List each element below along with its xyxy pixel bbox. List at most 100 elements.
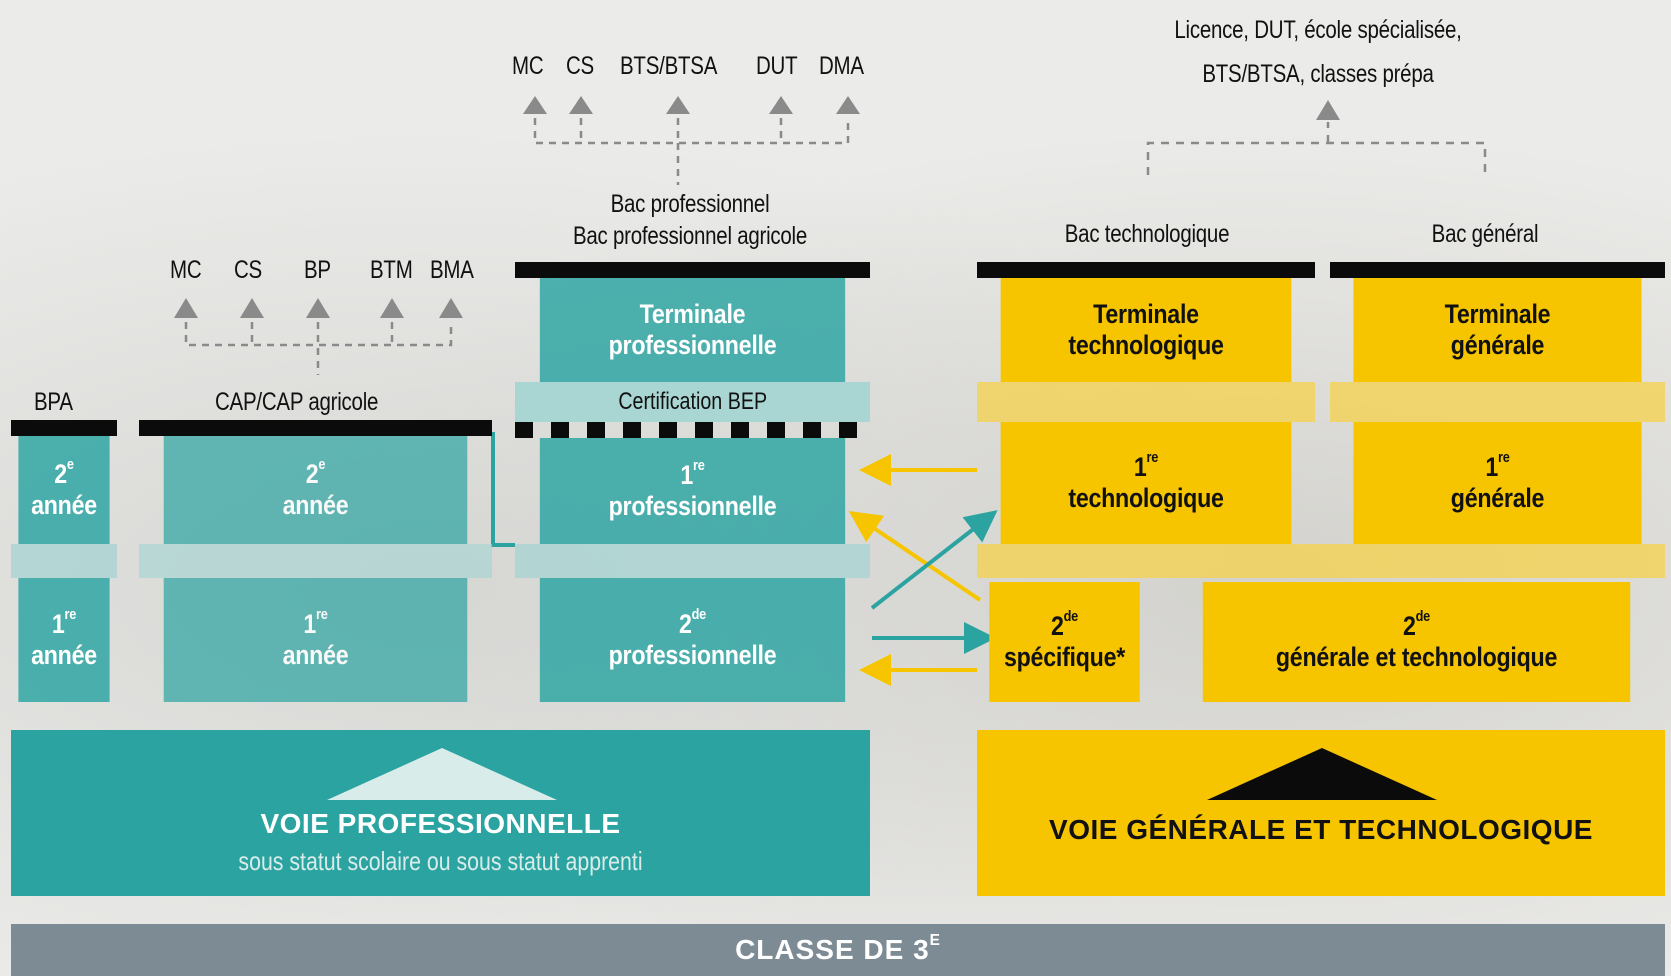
seconde-gt-num: 2 bbox=[1402, 610, 1416, 641]
seconde-pro-num: 2 bbox=[678, 608, 692, 639]
bpa-year2-line2: année bbox=[31, 490, 97, 520]
bpa-year1-box: 1re année bbox=[18, 578, 110, 702]
premiere-gen-box: 1re générale bbox=[1353, 422, 1642, 544]
teal-arrows bbox=[870, 510, 998, 654]
premiere-pro-box: 1re professionnelle bbox=[539, 438, 846, 544]
seconde-gt-line2: générale et technologique bbox=[1275, 642, 1558, 672]
terminale-techno-line1: Terminale bbox=[1093, 298, 1199, 329]
premiere-pro-num: 1 bbox=[680, 459, 694, 490]
top-right-arrow bbox=[1316, 100, 1340, 120]
top-right-outcomes: Licence, DUT, école spécialisée, BTS/BTS… bbox=[1139, 8, 1497, 96]
bep-dashed-bar bbox=[515, 422, 870, 438]
cap-year2-line2: année bbox=[282, 490, 349, 520]
seconde-spec-num: 2 bbox=[1050, 610, 1064, 641]
top-right-line2: BTS/BTSA, classes prépa bbox=[1202, 60, 1434, 88]
left-arrows bbox=[174, 298, 463, 318]
terminale-gen-line2: générale bbox=[1450, 330, 1545, 360]
voie-pro-title: VOIE PROFESSIONNELLE bbox=[260, 808, 621, 839]
bpa-bar bbox=[11, 420, 117, 436]
classe-3e-bar: CLASSE DE 3E bbox=[11, 924, 1665, 976]
top-mid-mc: MC bbox=[512, 52, 544, 80]
bac-techno-heading: Bac technologique bbox=[1064, 220, 1230, 248]
bpa-year1-line2: année bbox=[31, 640, 97, 670]
pro-gap-band bbox=[515, 544, 870, 578]
voie-pro-subtitle: sous statut scolaire ou sous statut appr… bbox=[238, 846, 643, 876]
classe-3e-sup: E bbox=[929, 932, 941, 949]
left-dashes bbox=[184, 322, 453, 375]
premiere-techno-num: 1 bbox=[1133, 451, 1147, 482]
terminale-pro-line1: Terminale bbox=[639, 298, 746, 329]
premiere-pro-line2: professionnelle bbox=[608, 491, 777, 521]
bac-techno-bar bbox=[977, 262, 1315, 278]
bpa-year2-box: 2e année bbox=[18, 436, 110, 544]
seconde-pro-box: 2de professionnelle bbox=[539, 578, 846, 702]
gen-gap-band-1 bbox=[1330, 382, 1665, 422]
bac-general-bar bbox=[1330, 262, 1665, 278]
voie-pro-banner: VOIE PROFESSIONNELLE sous statut scolair… bbox=[11, 730, 870, 896]
voie-gt-banner: VOIE GÉNÉRALE ET TECHNOLOGIQUE bbox=[977, 730, 1665, 896]
terminale-techno-line2: technologique bbox=[1068, 330, 1224, 360]
seconde-spec-line2: spécifique* bbox=[1003, 642, 1126, 672]
bac-pro-line1: Bac professionnel bbox=[610, 190, 770, 218]
cap-gap-band bbox=[139, 544, 492, 578]
top-mid-bts: BTS/BTSA bbox=[620, 52, 718, 80]
bac-general-heading: Bac général bbox=[1431, 220, 1539, 248]
seconde-gt-sup: de bbox=[1415, 608, 1431, 625]
top-mid-dma: DMA bbox=[819, 52, 864, 80]
cap-year1-line2: année bbox=[282, 640, 349, 670]
bpa-year1-num: 1 bbox=[51, 608, 65, 639]
left-bp: BP bbox=[304, 256, 331, 284]
bpa-year2-sup: e bbox=[66, 456, 74, 473]
cap-bar bbox=[139, 420, 492, 436]
cap-year1-sup: re bbox=[316, 606, 328, 623]
terminale-gen-box: Terminale générale bbox=[1353, 278, 1642, 382]
bpa-year1-sup: re bbox=[64, 606, 77, 623]
bpa-gap-band bbox=[11, 544, 117, 578]
premiere-techno-box: 1re technologique bbox=[1000, 422, 1292, 544]
techno-gap-band-1 bbox=[977, 382, 1315, 422]
yellow-arrows bbox=[848, 454, 982, 686]
classe-3e-text: CLASSE DE 3 bbox=[735, 934, 930, 965]
premiere-gen-line2: générale bbox=[1450, 483, 1545, 513]
seconde-spec-sup: de bbox=[1063, 608, 1079, 625]
gt-gap-band-2 bbox=[977, 544, 1665, 578]
premiere-techno-sup: re bbox=[1146, 449, 1159, 466]
top-mid-dashes bbox=[533, 118, 850, 185]
cap-to-pro-arrow bbox=[491, 432, 515, 547]
cap-heading: CAP/CAP agricole bbox=[215, 388, 379, 416]
premiere-techno-line2: technologique bbox=[1068, 483, 1224, 513]
left-cs: CS bbox=[234, 256, 262, 284]
seconde-pro-line2: professionnelle bbox=[608, 640, 777, 670]
top-mid-arrows bbox=[523, 96, 860, 114]
terminale-techno-box: Terminale technologique bbox=[1000, 278, 1292, 382]
top-mid-dut: DUT bbox=[756, 52, 798, 80]
classe-3e-label: CLASSE DE 3E bbox=[735, 932, 941, 966]
bac-pro-line2: Bac professionnel agricole bbox=[572, 222, 808, 250]
top-right-line1: Licence, DUT, école spécialisée, bbox=[1174, 16, 1462, 44]
cap-year2-num: 2 bbox=[305, 458, 319, 489]
left-bma: BMA bbox=[430, 256, 474, 284]
premiere-pro-sup: re bbox=[693, 457, 705, 474]
left-btm: BTM bbox=[370, 256, 413, 284]
cap-year1-box: 1re année bbox=[163, 578, 468, 702]
voie-pro-roof-icon bbox=[327, 748, 557, 800]
terminale-pro-line2: professionnelle bbox=[608, 330, 777, 360]
seconde-spec-box: 2de spécifique* bbox=[989, 582, 1140, 702]
bac-pro-heading: Bac professionnel Bac professionnel agri… bbox=[547, 188, 834, 252]
bac-pro-bar bbox=[515, 262, 870, 278]
seconde-pro-sup: de bbox=[691, 606, 707, 623]
voie-gt-roof-icon bbox=[1207, 748, 1437, 800]
terminale-pro-box: Terminale professionnelle bbox=[539, 278, 846, 382]
cap-year2-box: 2e année bbox=[163, 436, 468, 544]
top-right-dashes bbox=[1146, 122, 1487, 175]
premiere-gen-num: 1 bbox=[1485, 451, 1499, 482]
bpa-year2-num: 2 bbox=[54, 458, 67, 489]
left-mc: MC bbox=[170, 256, 202, 284]
top-mid-cs: CS bbox=[566, 52, 594, 80]
certification-bep-box: Certification BEP bbox=[515, 382, 870, 422]
terminale-gen-line1: Terminale bbox=[1444, 298, 1551, 329]
bpa-heading: BPA bbox=[34, 388, 73, 416]
voie-gt-title: VOIE GÉNÉRALE ET TECHNOLOGIQUE bbox=[1049, 814, 1593, 845]
seconde-gt-box: 2de générale et technologique bbox=[1202, 582, 1631, 702]
